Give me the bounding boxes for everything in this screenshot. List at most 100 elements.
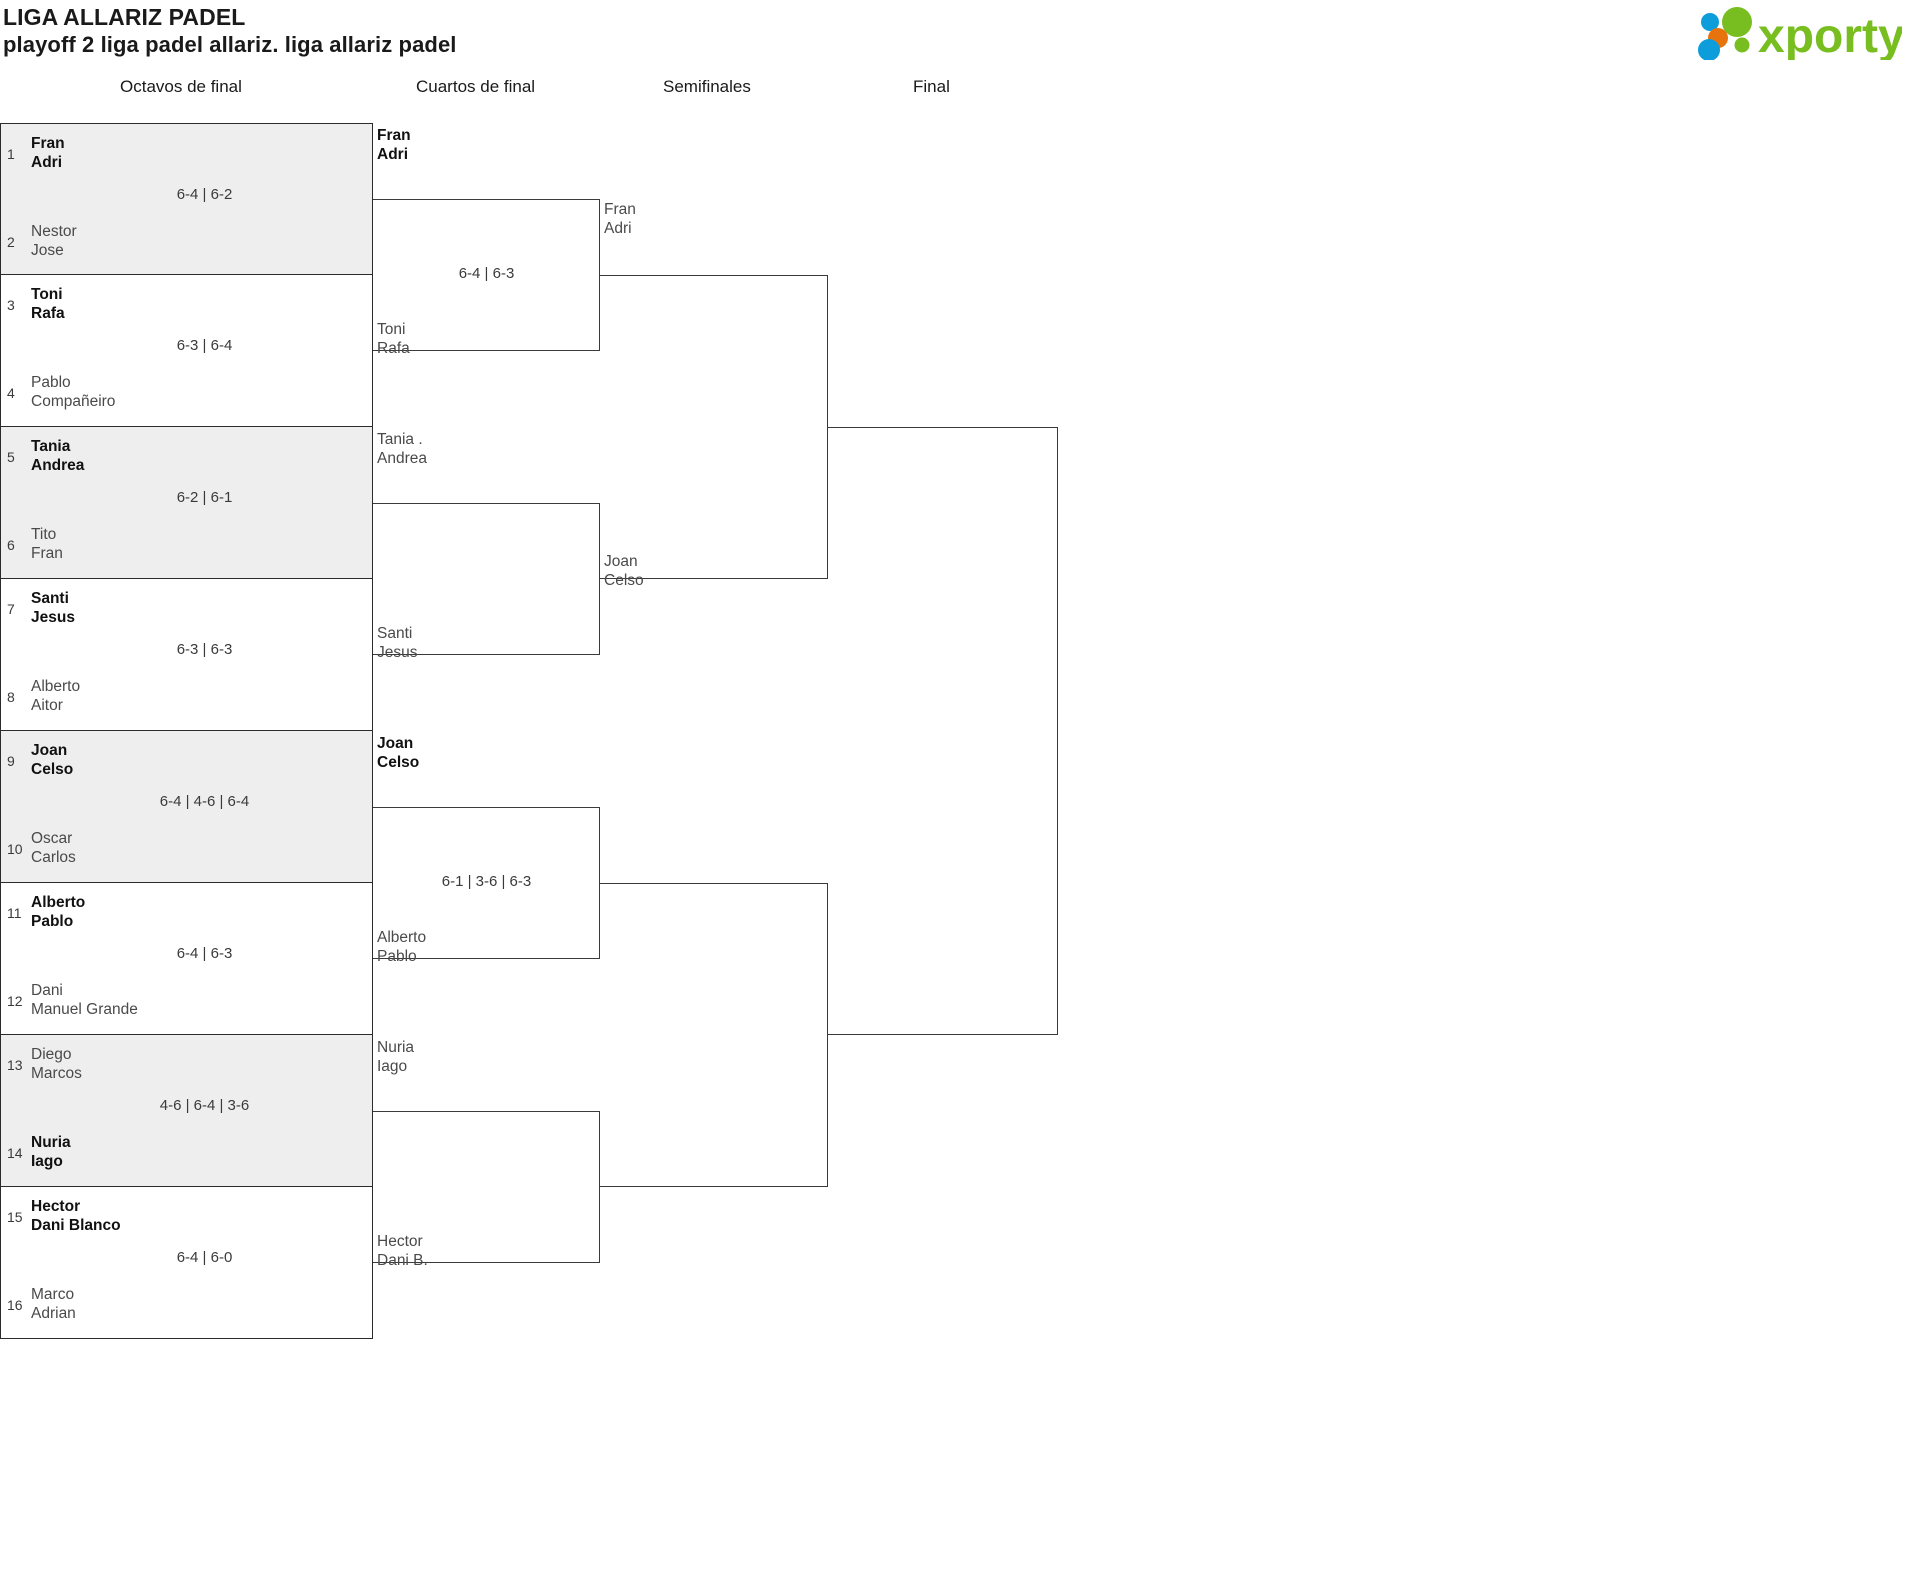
match-row[interactable]: 11 Alberto Pablo 6-4 | 6-3 12 Dani Manue… bbox=[0, 883, 373, 1035]
team-player1: Hector bbox=[377, 1233, 423, 1250]
svg-text:xporty: xporty bbox=[1758, 10, 1902, 60]
team-player2: Pablo bbox=[377, 947, 417, 965]
team-player2: Pablo bbox=[31, 912, 74, 930]
seed-number: 10 bbox=[7, 841, 23, 857]
match-row[interactable]: 3 Toni Rafa 6-3 | 6-4 4 Pablo Compañeiro bbox=[0, 275, 373, 427]
team-player2: Manuel Grande bbox=[31, 1000, 138, 1018]
team-bottom: Santi Jesus bbox=[377, 625, 418, 662]
team-player2: Rafa bbox=[31, 304, 65, 322]
team-player1: Alberto bbox=[31, 678, 81, 695]
team-player2: Adri bbox=[604, 219, 632, 237]
team-top: Hector Dani Blanco bbox=[31, 1198, 121, 1235]
round-octavos-column: 1 Fran Adri 6-4 | 6-2 2 Nestor Jose 3 To… bbox=[0, 123, 373, 1339]
round-header-final: Final bbox=[913, 77, 950, 96]
match-row[interactable]: Nuria Iago Hector Dani B. bbox=[373, 1039, 600, 1269]
match-row[interactable]: 7 Santi Jesus 6-3 | 6-3 8 Alberto Aitor bbox=[0, 579, 373, 731]
seed-number: 14 bbox=[7, 1145, 23, 1161]
team-top: Toni Rafa bbox=[31, 286, 65, 323]
team-player1: Nestor bbox=[31, 223, 77, 240]
match-score: 6-4 | 4-6 | 6-4 bbox=[159, 793, 250, 810]
team-top: Nuria Iago bbox=[377, 1039, 414, 1076]
team-bottom: Alberto Pablo bbox=[377, 929, 426, 966]
team-top: Diego Marcos bbox=[31, 1046, 82, 1083]
match-row[interactable]: 13 Diego Marcos 4-6 | 6-4 | 3-6 14 Nuria… bbox=[0, 1035, 373, 1187]
team-player1: Alberto bbox=[31, 894, 86, 911]
team-top: Joan Celso bbox=[604, 553, 644, 590]
match-row[interactable]: 1 Fran Adri 6-4 | 6-2 2 Nestor Jose bbox=[0, 123, 373, 275]
seed-number: 11 bbox=[7, 905, 22, 921]
team-player1: Tito bbox=[31, 526, 57, 543]
team-player2: Dani Blanco bbox=[31, 1216, 121, 1234]
team-bottom: Tito Fran bbox=[31, 526, 63, 563]
team-player1: Tania . bbox=[377, 431, 423, 448]
match-score: 6-1 | 3-6 | 6-3 bbox=[441, 873, 532, 890]
team-bottom: Alberto Aitor bbox=[31, 678, 80, 715]
match-score: 6-3 | 6-3 bbox=[176, 641, 233, 658]
team-bottom: Pablo Compañeiro bbox=[31, 374, 115, 411]
team-player1: Fran bbox=[604, 201, 636, 218]
match-row[interactable]: 15 Hector Dani Blanco 6-4 | 6-0 16 Marco… bbox=[0, 1187, 373, 1339]
seed-number: 6 bbox=[7, 537, 15, 553]
team-top: Alberto Pablo bbox=[31, 894, 85, 931]
tournament-subtitle: playoff 2 liga padel allariz. liga allar… bbox=[3, 32, 457, 57]
team-player2: Celso bbox=[31, 760, 74, 778]
match-score: 6-4 | 6-0 bbox=[176, 1249, 233, 1266]
match-score: 4-6 | 6-4 | 3-6 bbox=[159, 1097, 250, 1114]
match-row[interactable]: 9 Joan Celso 6-4 | 4-6 | 6-4 10 Oscar Ca… bbox=[0, 731, 373, 883]
team-player2: Andrea bbox=[377, 449, 427, 467]
team-player2: Andrea bbox=[31, 456, 85, 474]
team-player1: Nuria bbox=[377, 1039, 415, 1056]
xporty-logo-icon: xporty bbox=[1698, 7, 1902, 60]
team-player2: Fran bbox=[31, 544, 63, 562]
team-player1: Oscar bbox=[31, 830, 73, 847]
team-top: Fran Adri bbox=[31, 135, 65, 172]
match-row[interactable]: Fran Adri 6-4 | 6-3 Toni Rafa bbox=[373, 127, 600, 357]
team-player2: Adrian bbox=[31, 1304, 76, 1322]
match-row[interactable]: 5 Tania Andrea 6-2 | 6-1 6 Tito Fran bbox=[0, 427, 373, 579]
title-block: LIGA ALLARIZ PADEL playoff 2 liga padel … bbox=[3, 4, 457, 58]
team-player2: Adri bbox=[31, 153, 62, 171]
team-top: Fran Adri bbox=[604, 201, 636, 238]
match-connector bbox=[373, 199, 600, 351]
round-header-cuartos: Cuartos de final bbox=[416, 77, 536, 96]
team-bottom: Hector Dani B. bbox=[377, 1233, 428, 1270]
team-player1: Toni bbox=[31, 286, 63, 303]
round-header-octavos: Octavos de final bbox=[120, 77, 242, 96]
tournament-bracket: 1 Fran Adri 6-4 | 6-2 2 Nestor Jose 3 To… bbox=[0, 123, 1100, 1339]
match-score: 6-4 | 6-2 bbox=[176, 186, 233, 203]
team-player2: Iago bbox=[31, 1152, 63, 1170]
team-bottom: Marco Adrian bbox=[31, 1286, 76, 1323]
match-row[interactable]: Joan Celso 6-1 | 3-6 | 6-3 Alberto Pablo bbox=[373, 735, 600, 965]
team-player1: Santi bbox=[377, 625, 413, 642]
team-player2: Compañeiro bbox=[31, 392, 116, 410]
match-connector bbox=[373, 807, 600, 959]
seed-number: 4 bbox=[7, 385, 15, 401]
team-player2: Marcos bbox=[31, 1064, 82, 1082]
seed-number: 7 bbox=[7, 601, 15, 617]
tournament-name: LIGA ALLARIZ PADEL bbox=[3, 4, 246, 30]
team-player1: Nuria bbox=[31, 1134, 71, 1151]
seed-number: 1 bbox=[7, 146, 15, 162]
team-bottom: Nuria Iago bbox=[31, 1134, 71, 1171]
team-top: Fran Adri bbox=[377, 127, 411, 164]
seed-number: 15 bbox=[7, 1209, 23, 1225]
match-score: 6-4 | 6-3 bbox=[458, 265, 515, 282]
match-score: 6-2 | 6-1 bbox=[176, 489, 233, 506]
team-player1: Santi bbox=[31, 590, 69, 607]
team-top: Santi Jesus bbox=[31, 590, 75, 627]
team-player1: Marco bbox=[31, 1286, 75, 1303]
team-player1: Joan bbox=[604, 553, 638, 570]
team-bottom: Toni Rafa bbox=[377, 321, 410, 358]
team-player2: Celso bbox=[377, 753, 420, 771]
match-score: 6-4 | 6-3 bbox=[176, 945, 233, 962]
team-player2: Carlos bbox=[31, 848, 76, 866]
match-connector bbox=[373, 503, 600, 655]
team-player1: Hector bbox=[31, 1198, 81, 1215]
page-header: LIGA ALLARIZ PADEL playoff 2 liga padel … bbox=[0, 0, 1920, 70]
team-player2: Rafa bbox=[377, 339, 410, 357]
team-bottom: Oscar Carlos bbox=[31, 830, 76, 867]
match-score: 6-3 | 6-4 bbox=[176, 337, 233, 354]
xporty-logo[interactable]: xporty bbox=[1692, 6, 1902, 60]
match-row[interactable]: Tania . Andrea Santi Jesus bbox=[373, 431, 600, 661]
team-player1: Toni bbox=[377, 321, 406, 338]
